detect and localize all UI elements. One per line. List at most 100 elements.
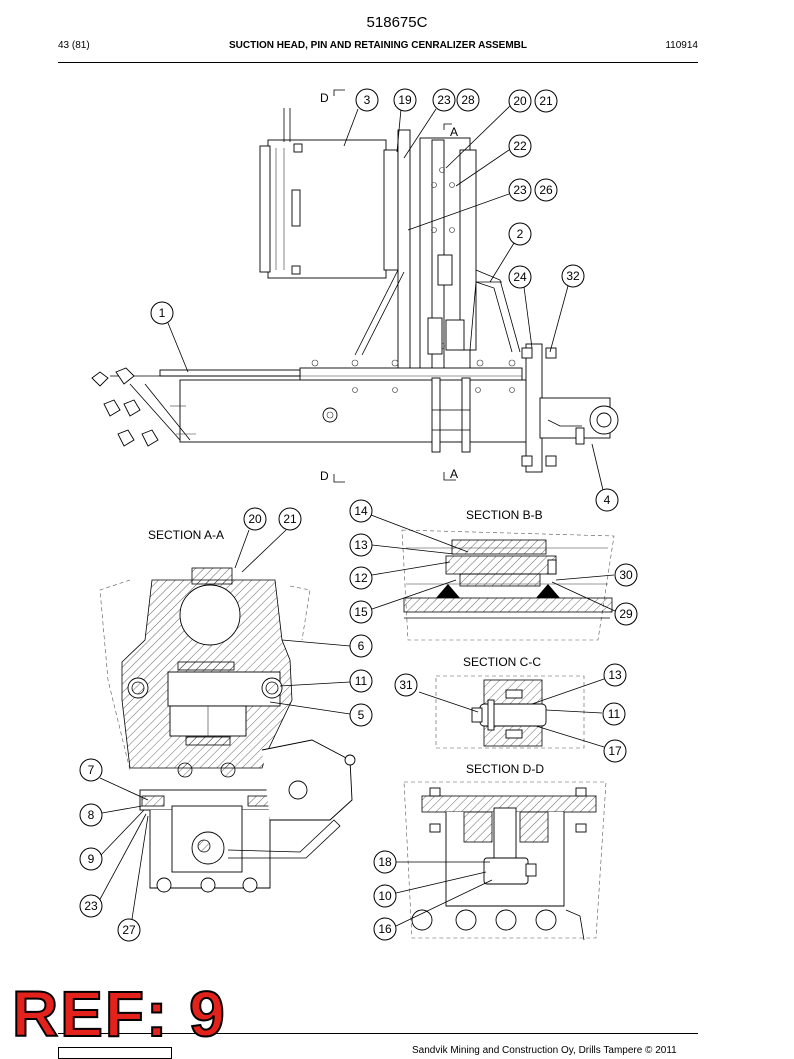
cut-mark-a-bottom: A xyxy=(450,467,458,481)
section-aa-view: SECTION A-A xyxy=(99,528,356,893)
footer-copyright: Sandvik Mining and Construction Oy, Dril… xyxy=(412,1045,677,1056)
ref-label: REF: 9 xyxy=(11,978,227,1050)
callout-bubble: 10 xyxy=(373,884,397,908)
callout-bubble: 5 xyxy=(349,703,373,727)
callout-number: 4 xyxy=(604,493,611,507)
callout-bubble: 26 xyxy=(534,178,558,202)
callout-bubble: 23 xyxy=(79,894,103,918)
callout-bubble: 27 xyxy=(117,918,141,942)
callout-number: 13 xyxy=(354,538,368,552)
callout-bubble: 16 xyxy=(373,917,397,941)
callout-number: 20 xyxy=(248,512,262,526)
callout-number: 13 xyxy=(608,668,622,682)
callout-bubble: 12 xyxy=(349,566,373,590)
callout-number: 22 xyxy=(513,139,527,153)
callout-bubble: 1 xyxy=(150,301,174,325)
cut-mark-d-top: D xyxy=(320,91,329,105)
callout-number: 19 xyxy=(398,93,412,107)
callout-bubble: 9 xyxy=(79,847,103,871)
callout-bubble: 8 xyxy=(79,803,103,827)
callout-number: 5 xyxy=(358,708,365,722)
callout-bubble: 18 xyxy=(373,850,397,874)
drawing-title: SUCTION HEAD, PIN AND RETAINING CENRALIZ… xyxy=(229,40,527,51)
callout-bubble: 13 xyxy=(349,533,373,557)
section-cc-view: SECTION C-C xyxy=(435,655,585,749)
callout-number: 21 xyxy=(539,94,553,108)
callout-number: 30 xyxy=(619,568,633,582)
suction-drum xyxy=(267,139,387,279)
callout-number: 28 xyxy=(461,93,475,107)
callout-bubble: 3 xyxy=(355,88,379,112)
callout-number: 23 xyxy=(84,899,98,913)
callout-number: 2 xyxy=(517,227,524,241)
callout-number: 9 xyxy=(88,852,95,866)
callout-number: 27 xyxy=(122,923,136,937)
callout-bubble: 20 xyxy=(508,89,532,113)
callout-number: 11 xyxy=(608,707,621,721)
callout-number: 8 xyxy=(88,808,95,822)
callout-number: 21 xyxy=(283,512,297,526)
callout-number: 20 xyxy=(513,94,527,108)
callout-bubble: 11 xyxy=(349,669,373,693)
callout-number: 24 xyxy=(513,270,527,284)
callout-bubble: 14 xyxy=(349,499,373,523)
callouts-section-bb: 14 13 12 15 30 29 xyxy=(349,499,638,626)
callout-number: 15 xyxy=(354,605,368,619)
section-cc-title: SECTION C-C xyxy=(463,655,541,669)
callout-bubble: 29 xyxy=(614,602,638,626)
callout-number: 32 xyxy=(566,269,580,283)
callout-number: 1 xyxy=(159,306,166,320)
callout-number: 26 xyxy=(539,183,553,197)
callout-number: 12 xyxy=(354,571,368,585)
callout-bubble: 17 xyxy=(603,739,627,763)
callout-bubble: 28 xyxy=(456,88,480,112)
callout-bubble: 19 xyxy=(393,88,417,112)
callout-bubble: 30 xyxy=(614,563,638,587)
cut-mark-a-top: A xyxy=(450,125,458,139)
footer-rule xyxy=(58,1033,698,1034)
section-dd-title: SECTION D-D xyxy=(466,762,544,776)
callouts-section-aa: 20 21 6 11 5 7 8 9 23 27 xyxy=(79,507,373,942)
callout-number: 3 xyxy=(364,93,371,107)
callout-bubble: 4 xyxy=(595,488,619,512)
callout-number: 7 xyxy=(88,763,95,777)
callout-number: 23 xyxy=(437,93,451,107)
callout-number: 10 xyxy=(378,889,392,903)
callout-number: 11 xyxy=(355,674,368,688)
page-number: 43 (81) xyxy=(58,40,90,51)
callouts-section-cc: 31 13 11 17 xyxy=(394,663,627,763)
callout-bubble: 32 xyxy=(561,264,585,288)
main-view xyxy=(91,108,619,473)
callout-number: 23 xyxy=(513,183,527,197)
callout-bubble: 20 xyxy=(243,507,267,531)
callout-number: 17 xyxy=(608,744,622,758)
date-code: 110914 xyxy=(665,40,698,51)
callout-bubble: 23 xyxy=(432,88,456,112)
callouts-section-dd: 18 10 16 xyxy=(373,850,397,941)
callout-bubble: 11 xyxy=(602,702,626,726)
cut-marks: D A D A xyxy=(320,89,458,483)
callout-bubble: 15 xyxy=(349,600,373,624)
callout-number: 31 xyxy=(399,678,413,692)
callout-bubble: 31 xyxy=(394,673,418,697)
callout-bubble: 23 xyxy=(508,178,532,202)
section-bb-view: SECTION B-B xyxy=(401,508,615,641)
callout-bubble: 13 xyxy=(603,663,627,687)
section-bb-title: SECTION B-B xyxy=(466,508,543,522)
leader-lines xyxy=(97,105,616,927)
callout-bubble: 22 xyxy=(508,134,532,158)
callout-number: 14 xyxy=(354,504,368,518)
callout-bubble: 6 xyxy=(349,634,373,658)
callout-number: 29 xyxy=(619,607,633,621)
cut-mark-d-bottom: D xyxy=(320,469,329,483)
callout-bubble: 7 xyxy=(79,758,103,782)
callout-bubble: 21 xyxy=(534,89,558,113)
document-number: 518675C xyxy=(366,14,428,31)
header-rule xyxy=(58,62,698,63)
callout-bubble: 24 xyxy=(508,265,532,289)
callout-number: 16 xyxy=(378,922,392,936)
callout-number: 18 xyxy=(378,855,392,869)
section-dd-view: SECTION D-D xyxy=(403,762,607,941)
callout-bubble: 2 xyxy=(508,222,532,246)
